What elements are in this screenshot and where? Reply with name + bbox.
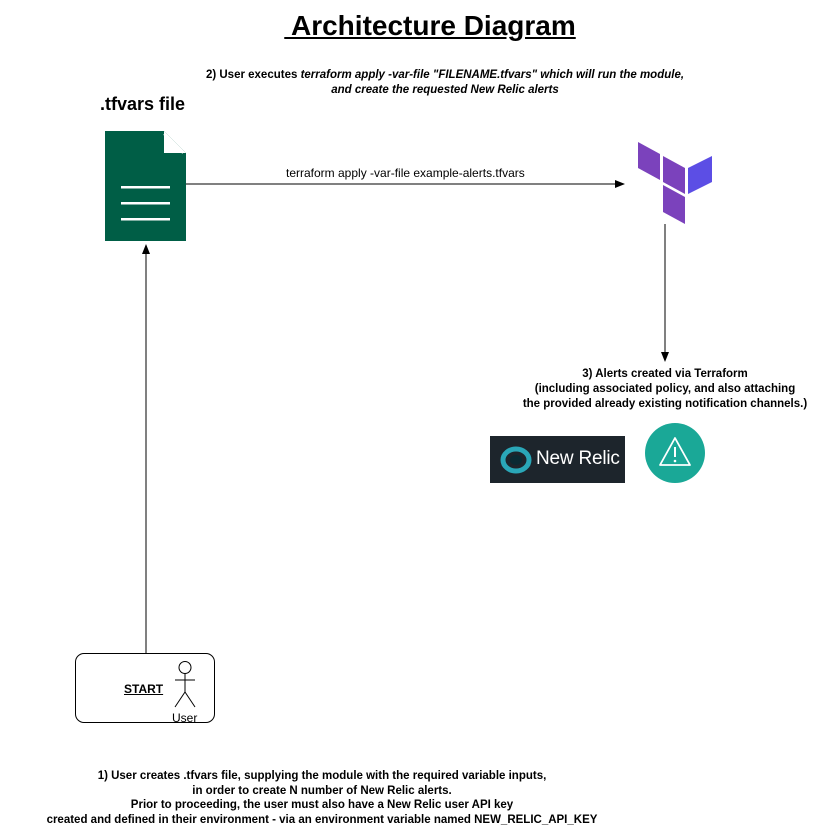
start-node [75, 653, 215, 723]
start-label: START [124, 682, 164, 696]
step1-description: 1) User creates .tfvars file, supplying … [0, 769, 644, 827]
user-label: User [172, 711, 198, 725]
step2-description: 2) User executes terraform apply -var-fi… [150, 68, 740, 98]
new-relic-ring-icon [500, 446, 532, 474]
step2-suffix: which will run the module, [537, 69, 685, 81]
document-icon [105, 131, 186, 241]
step1-line4: created and defined in their environment… [46, 813, 598, 826]
terraform-logo-icon [638, 142, 712, 224]
step1-line2: in order to create N number of New Relic… [192, 784, 452, 797]
step3-line2: (including associated policy, and also a… [534, 383, 796, 395]
step3-line1: 3) Alerts created via Terraform [582, 368, 748, 380]
step1-line1: 1) User creates .tfvars file, supplying … [97, 770, 547, 782]
arrow-command-label: terraform apply -var-file example-alerts… [286, 166, 525, 180]
step3-line3: the provided already existing notificati… [522, 398, 808, 410]
step2-line2: and create the requested New Relic alert… [331, 84, 559, 96]
new-relic-logo-text: New Relic [536, 448, 620, 469]
diagram-title: Architecture Diagram [284, 10, 576, 41]
step2-prefix: 2) User executes [205, 69, 301, 81]
step3-description: 3) Alerts created via Terraform (includi… [480, 367, 832, 412]
alert-warning-icon [645, 423, 705, 483]
step2-command: terraform apply -var-file "FILENAME.tfva… [300, 69, 538, 81]
step2-line1: 2) User executes terraform apply -var-fi… [150, 68, 740, 83]
user-actor-icon [174, 661, 196, 708]
step1-line3: Prior to proceeding, the user must also … [130, 799, 514, 811]
tfvars-file-label: .tfvars file [100, 94, 186, 114]
